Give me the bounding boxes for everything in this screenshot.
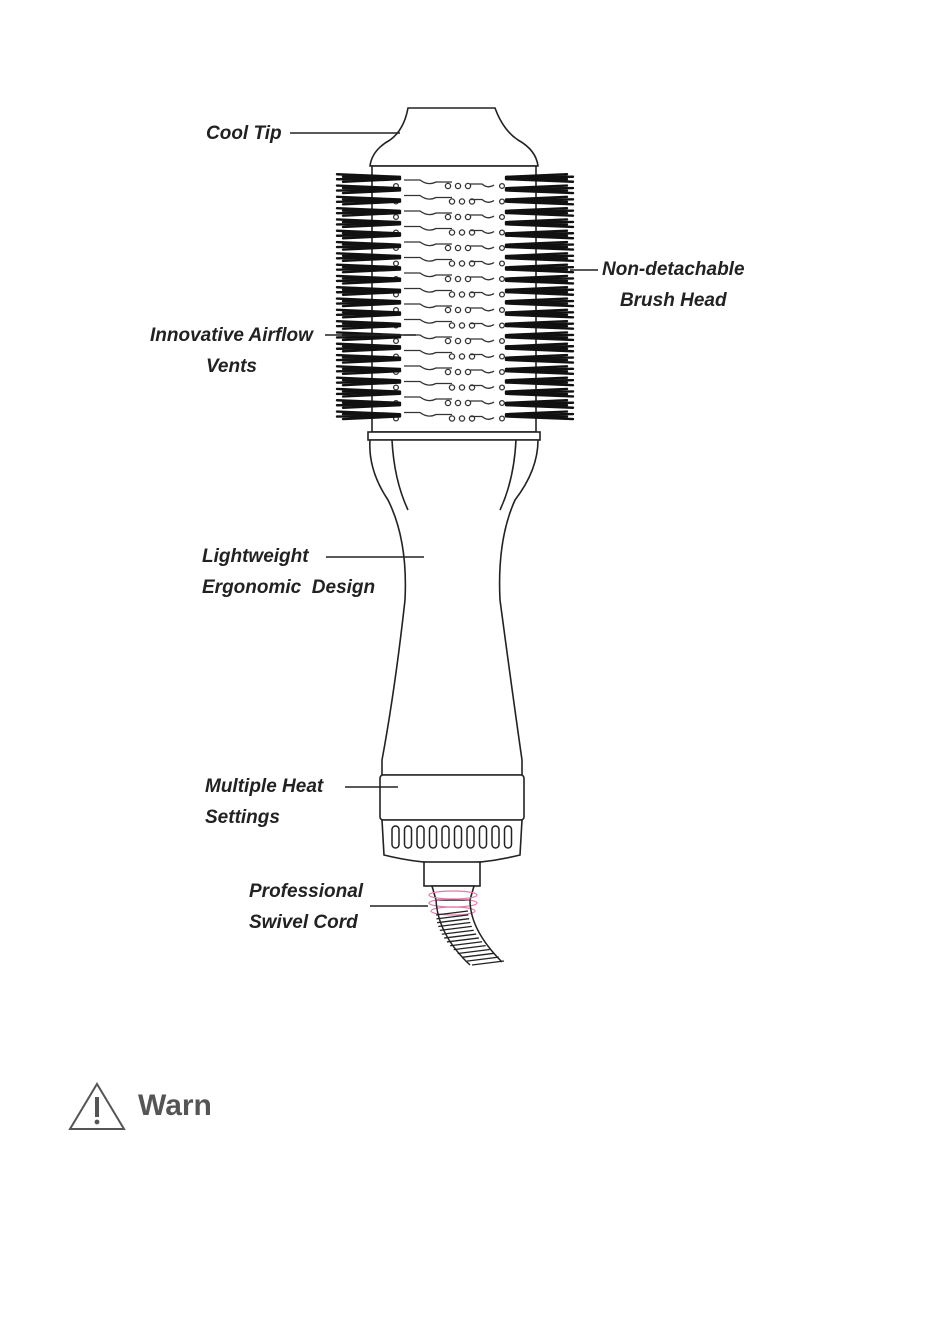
- label-cool-tip: Cool Tip: [206, 118, 282, 149]
- intake-slot: [392, 826, 399, 848]
- intake-slot: [492, 826, 499, 848]
- warning-heading: Warn: [68, 1080, 212, 1132]
- label-swivel-cord: Professional Swivel Cord: [249, 876, 363, 938]
- label-design-line2: Ergonomic Design: [202, 572, 375, 603]
- label-cord-line1: Professional: [249, 876, 363, 907]
- cord-coil: [437, 919, 469, 923]
- cord-coil: [462, 953, 494, 957]
- label-airflow-line1: Innovative Airflow: [150, 320, 313, 351]
- label-heat-line1: Multiple Heat: [205, 771, 323, 802]
- label-brush-head-line2: Brush Head: [602, 285, 745, 316]
- cord-coil: [450, 942, 482, 946]
- cool-tip: [370, 108, 538, 166]
- air-intake-base: [382, 820, 522, 864]
- label-cool-tip-text: Cool Tip: [206, 118, 282, 149]
- label-brush-head-line1: Non-detachable: [602, 254, 745, 285]
- intake-slot: [505, 826, 512, 848]
- label-heat-line2: Settings: [205, 802, 323, 833]
- label-airflow-vents: Innovative Airflow Vents: [150, 320, 313, 382]
- cord-coil: [438, 923, 470, 927]
- power-cord: [436, 900, 502, 965]
- heat-setting-ring: [380, 775, 524, 820]
- intake-slot: [417, 826, 424, 848]
- hair-dryer-brush-diagram: [0, 0, 932, 1000]
- cord-coil: [440, 926, 472, 930]
- cord-coil: [467, 957, 499, 961]
- swivel-connector: [424, 862, 480, 886]
- label-ergonomic-design: Lightweight Ergonomic Design: [202, 541, 375, 603]
- cord-coil: [444, 934, 476, 938]
- cord-coil: [447, 938, 479, 942]
- intake-slot: [480, 826, 487, 848]
- warning-label: Warn: [138, 1089, 212, 1123]
- label-heat-settings: Multiple Heat Settings: [205, 771, 323, 833]
- handle: [370, 440, 538, 775]
- cord-coil: [458, 949, 490, 953]
- label-design-line1: Lightweight: [202, 541, 375, 572]
- intake-slot: [405, 826, 412, 848]
- cord-coil: [472, 961, 504, 965]
- label-airflow-line2: Vents: [150, 351, 313, 382]
- intake-slot: [430, 826, 437, 848]
- warning-triangle-icon: [68, 1081, 126, 1131]
- cord-coil: [454, 946, 486, 950]
- intake-slot: [442, 826, 449, 848]
- label-cord-line2: Swivel Cord: [249, 907, 363, 938]
- intake-slot: [467, 826, 474, 848]
- brush-collar: [368, 432, 540, 440]
- cord-coil: [442, 930, 474, 934]
- label-brush-head: Non-detachable Brush Head: [602, 254, 745, 316]
- intake-slot: [455, 826, 462, 848]
